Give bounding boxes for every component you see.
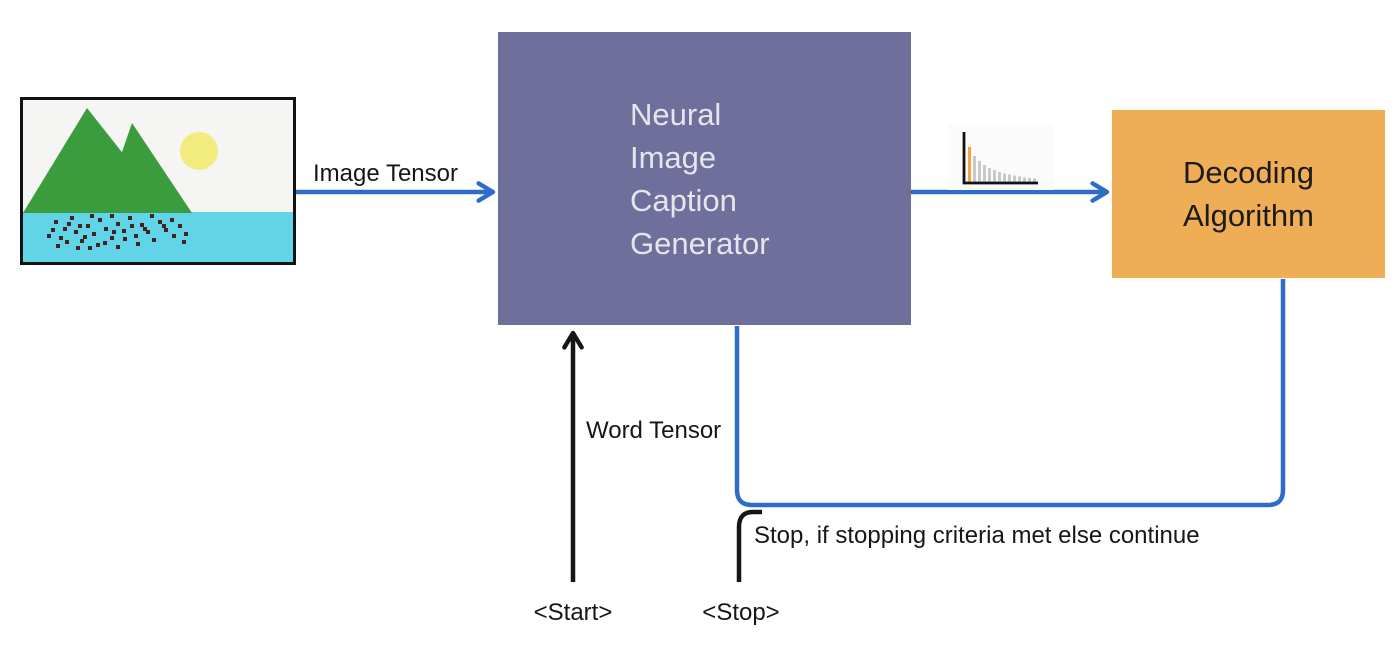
stop-condition-label: Stop, if stopping criteria met else cont…: [754, 522, 1200, 549]
node-label-line: Algorithm: [1183, 198, 1314, 233]
word-tensor-label: Word Tensor: [586, 417, 722, 444]
distribution-chart: [962, 132, 1038, 185]
chart-bars: [968, 147, 1036, 183]
node-label-line: Decoding: [1183, 155, 1314, 190]
mountain-shape-small: [101, 123, 192, 213]
highlight-bar: [968, 147, 971, 183]
node-label-line: Caption: [630, 182, 737, 218]
node-label-line: Image: [630, 139, 717, 175]
node-label: Decoding Algorithm: [1183, 151, 1314, 237]
water-shape: [23, 212, 293, 262]
start-token-label: <Start>: [533, 599, 613, 626]
chart-axes: [962, 132, 1038, 185]
neural-caption-generator-node: Neural Image Caption Generator: [498, 32, 911, 325]
image-tensor-label: Image Tensor: [313, 160, 458, 187]
stop-token-label: <Stop>: [702, 599, 780, 626]
node-label: Neural Image Caption Generator: [630, 93, 770, 265]
probability-distribution-icon: [948, 124, 1054, 190]
sun-shape: [180, 132, 218, 170]
decoding-algorithm-node: Decoding Algorithm: [1112, 110, 1385, 278]
pebble-dots: [47, 214, 188, 250]
input-image: [20, 97, 296, 265]
node-label-line: Generator: [630, 225, 770, 261]
node-label-line: Neural: [630, 96, 722, 132]
landscape-image-icon: [23, 100, 293, 262]
